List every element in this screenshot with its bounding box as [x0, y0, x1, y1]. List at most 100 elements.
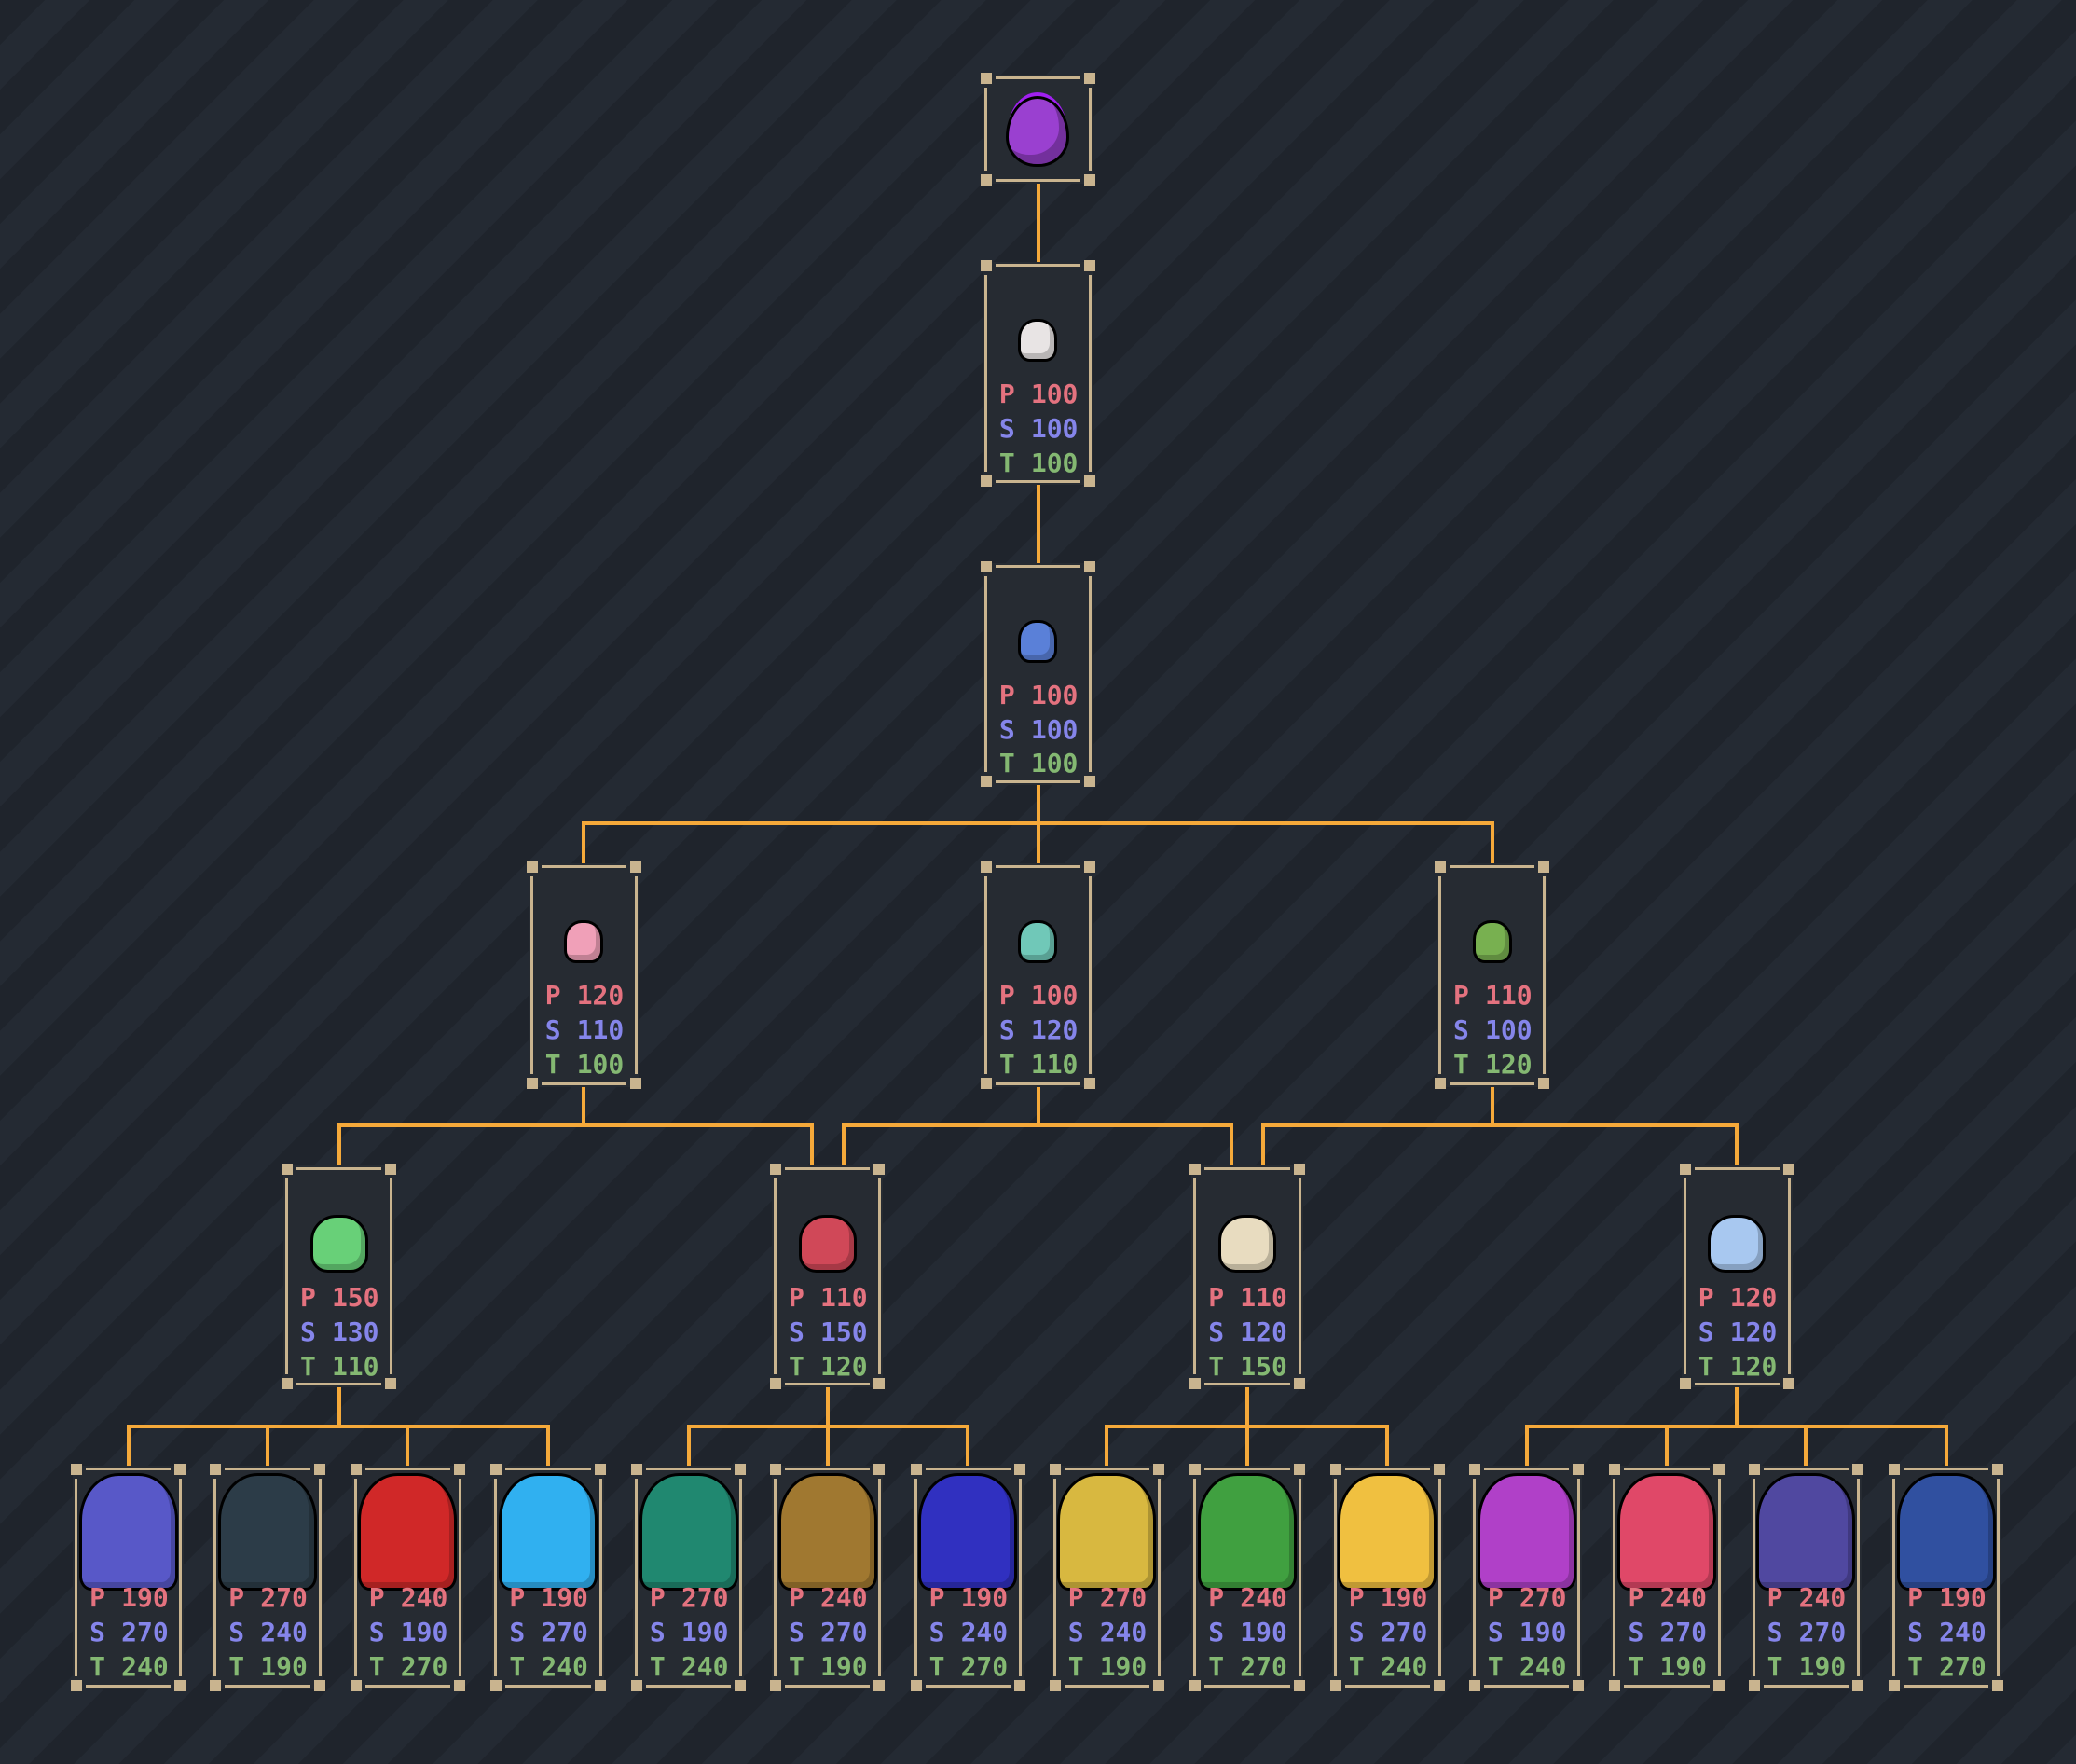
connector-line	[1524, 1426, 1529, 1467]
card-border	[179, 1479, 183, 1677]
stat-value: 130	[331, 1316, 379, 1347]
card-corner	[1084, 861, 1096, 874]
stat-value: 270	[1519, 1582, 1567, 1614]
stat-label: S	[998, 713, 1015, 745]
stat-value: 190	[260, 1651, 308, 1683]
card-border	[739, 1479, 743, 1677]
card-border	[1298, 1479, 1301, 1677]
white-ghost-icon	[1018, 319, 1058, 363]
blue-armored-knight-icon	[918, 1473, 1018, 1592]
card-border	[364, 1468, 451, 1471]
card-corner	[980, 1078, 992, 1090]
card-border	[1157, 1479, 1161, 1677]
card-border	[983, 575, 987, 773]
card-border	[86, 1468, 172, 1471]
card-corner	[910, 1464, 922, 1476]
card-border	[995, 479, 1081, 483]
stat-label: P	[1208, 1582, 1225, 1614]
card-corner	[1748, 1464, 1760, 1476]
stat-value: 190	[1798, 1651, 1847, 1683]
stat-label: T	[1208, 1350, 1225, 1382]
card-corner	[1851, 1680, 1863, 1692]
card-border	[1204, 1468, 1290, 1471]
stat-label: P	[998, 379, 1015, 410]
stat-label: T	[1628, 1651, 1644, 1683]
stat-label: S	[789, 1316, 804, 1347]
stat-label: P	[368, 1582, 385, 1614]
headband-brawler-icon	[639, 1473, 738, 1592]
stat-label: S	[928, 1617, 945, 1648]
stat-label: T	[998, 1048, 1015, 1080]
card-corner	[873, 1464, 886, 1476]
stat-label: S	[1907, 1617, 1924, 1648]
blue-haired-girl-icon	[78, 1473, 178, 1592]
card-corner	[770, 1464, 782, 1476]
monster-card-egg[interactable]	[980, 72, 1096, 186]
card-border	[1438, 1479, 1442, 1677]
card-border	[1018, 1479, 1022, 1677]
stat-value: 240	[1939, 1617, 1987, 1648]
stat-t: T 110	[998, 1048, 1079, 1080]
stat-label: P	[299, 1281, 316, 1313]
card-corner	[1538, 1078, 1550, 1090]
card-border	[225, 1468, 310, 1471]
card-corner	[1084, 475, 1096, 487]
stat-value: 100	[1030, 379, 1079, 410]
card-border	[296, 1166, 382, 1170]
connector-line	[1524, 1424, 1948, 1428]
stat-label: P	[789, 1281, 804, 1313]
stat-value: 120	[1729, 1350, 1778, 1382]
card-border	[1089, 275, 1093, 472]
card-corner	[1783, 1163, 1795, 1175]
card-corner	[1712, 1680, 1725, 1692]
card-border	[1997, 1479, 2000, 1677]
connector-line	[841, 1125, 846, 1165]
card-border	[541, 1082, 626, 1086]
card-border	[1788, 1178, 1792, 1375]
card-border	[1577, 1479, 1581, 1677]
stat-label: S	[1698, 1316, 1714, 1347]
stat-value: 240	[960, 1617, 1009, 1648]
connector-line	[1036, 823, 1040, 863]
card-corner	[174, 1464, 186, 1476]
card-border	[541, 865, 626, 869]
stat-value: 270	[1099, 1582, 1148, 1614]
green-lizard-icon	[1197, 1473, 1297, 1592]
connector-line	[1490, 823, 1494, 863]
stat-value: 110	[1030, 1048, 1079, 1080]
card-corner	[1992, 1464, 2004, 1476]
card-corner	[1573, 1680, 1585, 1692]
golden-sword-knight-icon	[1896, 1473, 1996, 1592]
